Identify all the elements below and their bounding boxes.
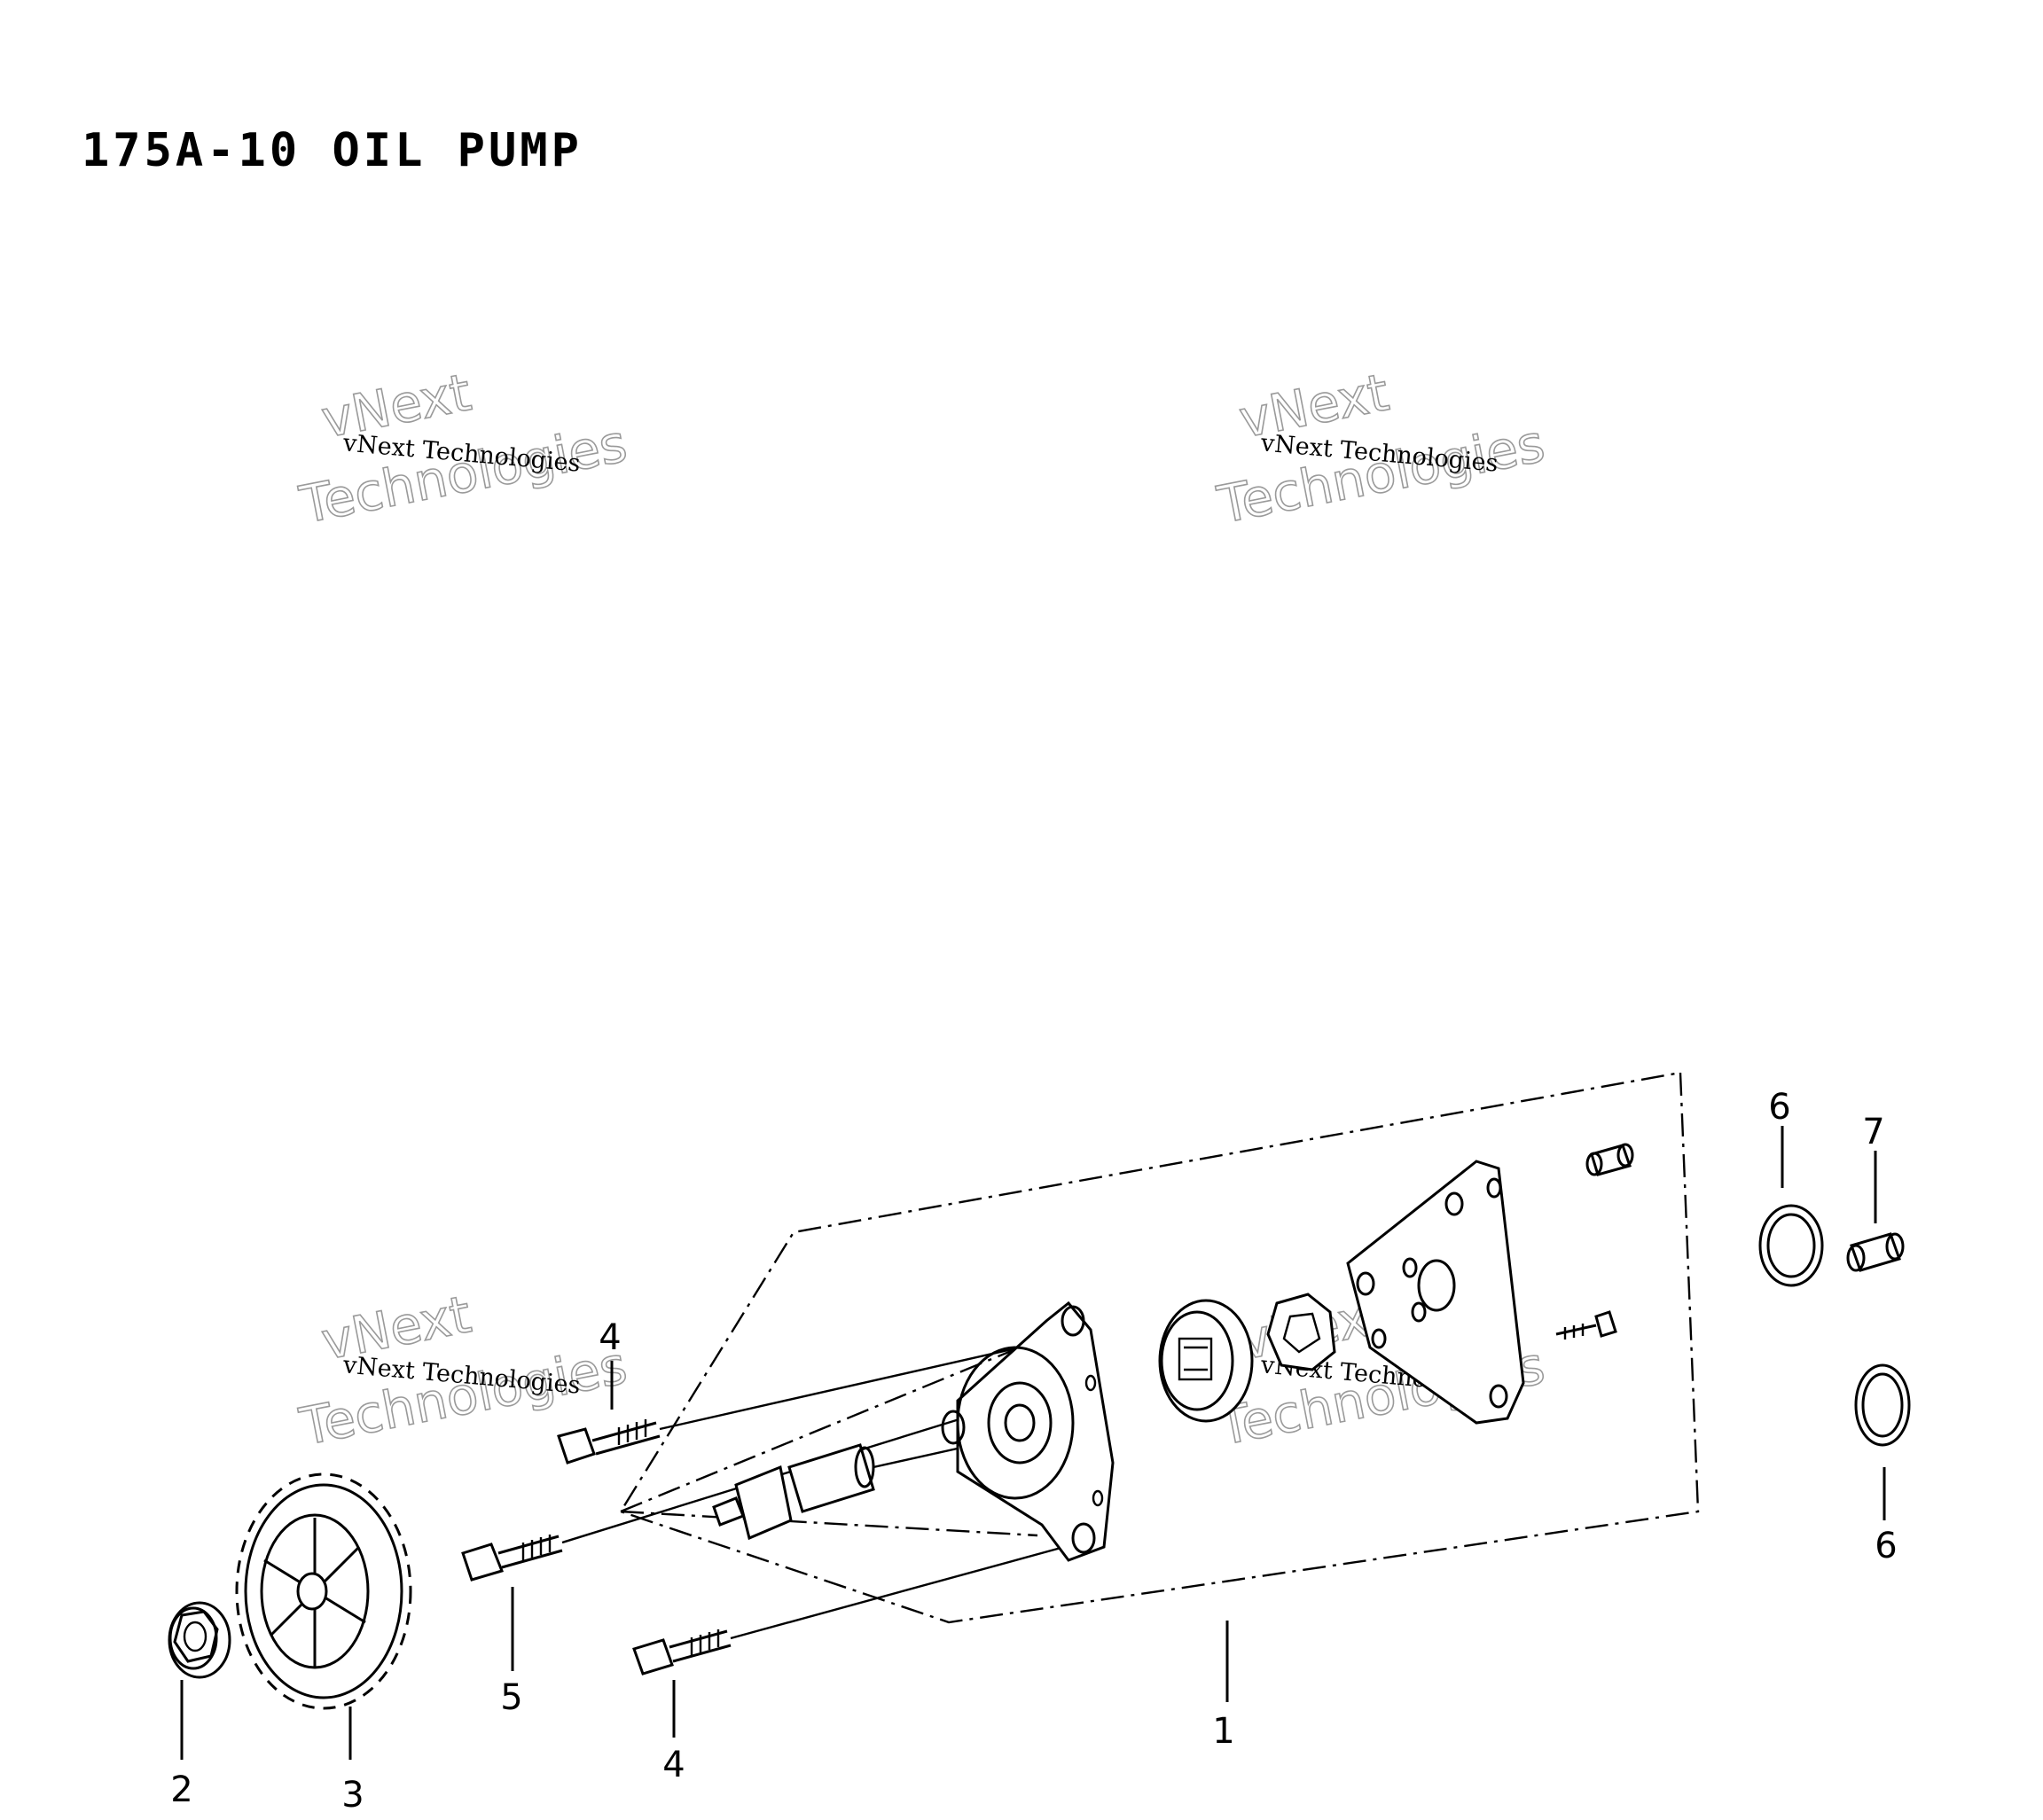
flange-nut-part — [168, 1601, 231, 1679]
callout-part-5: 5 — [500, 1677, 522, 1718]
bolt-upper — [557, 1346, 1021, 1465]
pump-plate-part — [1346, 1160, 1525, 1425]
leader-lines — [180, 1126, 1886, 1760]
outer-rotor-part — [1158, 1299, 1254, 1423]
bolt-lower — [632, 1545, 1065, 1675]
small-screw-part — [1555, 1310, 1617, 1340]
callout-part-3: 3 — [341, 1775, 364, 1816]
bolt-middle — [461, 1417, 963, 1582]
callout-part-6-upper: 6 — [1768, 1087, 1790, 1128]
diagram-title: 175A-10 OIL PUMP — [82, 124, 583, 177]
pump-shaft-part — [712, 1439, 994, 1541]
callout-part-4-upper: 4 — [599, 1317, 621, 1358]
watermark-top-left: vNext Technologies vNext Technologies — [294, 361, 632, 535]
callout-part-6-lower: 6 — [1875, 1526, 1897, 1566]
callout-part-7: 7 — [1862, 1112, 1884, 1152]
watermark-top-right: vNext Technologies vNext Technologies — [1212, 361, 1550, 535]
callouts: 1 2 3 4 4 5 6 6 7 — [170, 1087, 1897, 1816]
assembly-boundary — [619, 1071, 1700, 1624]
callout-part-4-lower: 4 — [662, 1745, 685, 1785]
o-ring-lower-part — [1854, 1363, 1911, 1447]
inner-rotor-part — [1266, 1293, 1336, 1371]
watermark-bottom-left: vNext Technologies vNext Technologies — [294, 1283, 632, 1457]
callout-part-2: 2 — [170, 1769, 192, 1810]
pump-cover-part — [941, 1301, 1115, 1562]
sprocket-part — [235, 1472, 412, 1710]
dowel-pin-part — [1585, 1143, 1634, 1176]
dowel-part — [1846, 1232, 1905, 1272]
callout-part-1: 1 — [1212, 1711, 1234, 1752]
o-ring-upper-part — [1758, 1204, 1824, 1287]
